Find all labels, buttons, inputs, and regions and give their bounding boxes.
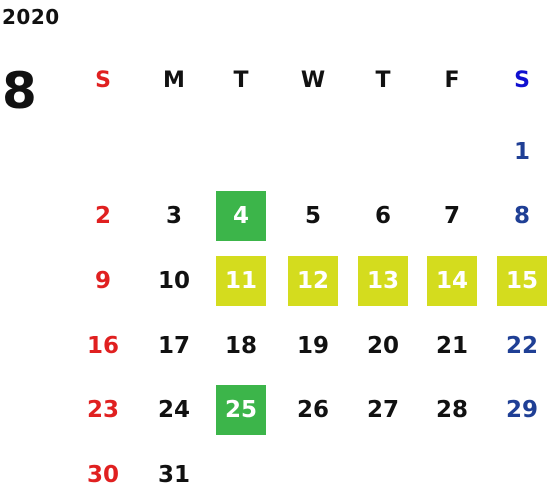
day-cell-9[interactable]: 9	[94, 268, 111, 294]
weekday-header-6: S	[514, 68, 530, 93]
day-cell-13[interactable]: 13	[358, 256, 408, 306]
day-cell-18[interactable]: 18	[224, 333, 257, 359]
year-label: 2020	[2, 5, 60, 29]
day-cell-31[interactable]: 31	[157, 462, 190, 488]
day-cell-25[interactable]: 25	[216, 385, 266, 435]
day-cell-1[interactable]: 1	[513, 139, 530, 165]
day-cell-29[interactable]: 29	[505, 397, 538, 423]
day-cell-3[interactable]: 3	[165, 203, 182, 229]
weekday-header-2: T	[233, 68, 249, 93]
day-cell-17[interactable]: 17	[157, 333, 190, 359]
day-cell-23[interactable]: 23	[86, 397, 119, 423]
day-cell-22[interactable]: 22	[505, 333, 538, 359]
day-cell-10[interactable]: 10	[157, 268, 190, 294]
weekday-header-5: F	[444, 68, 460, 93]
weekday-header-3: W	[300, 68, 326, 93]
day-cell-21[interactable]: 21	[435, 333, 468, 359]
weekday-header-0: S	[95, 68, 111, 93]
month-number: 8	[2, 62, 37, 120]
day-cell-14[interactable]: 14	[427, 256, 477, 306]
day-cell-8[interactable]: 8	[513, 203, 530, 229]
day-cell-20[interactable]: 20	[366, 333, 399, 359]
day-cell-4[interactable]: 4	[216, 191, 266, 241]
day-cell-27[interactable]: 27	[366, 397, 399, 423]
day-cell-19[interactable]: 19	[296, 333, 329, 359]
weekday-header-1: M	[163, 68, 185, 93]
weekday-header-4: T	[375, 68, 391, 93]
day-cell-5[interactable]: 5	[304, 203, 321, 229]
day-cell-24[interactable]: 24	[157, 397, 190, 423]
day-cell-28[interactable]: 28	[435, 397, 468, 423]
day-cell-16[interactable]: 16	[86, 333, 119, 359]
day-cell-7[interactable]: 7	[443, 203, 460, 229]
day-cell-26[interactable]: 26	[296, 397, 329, 423]
day-cell-2[interactable]: 2	[94, 203, 111, 229]
day-cell-15[interactable]: 15	[497, 256, 547, 306]
day-cell-6[interactable]: 6	[374, 203, 391, 229]
day-cell-12[interactable]: 12	[288, 256, 338, 306]
day-cell-11[interactable]: 11	[216, 256, 266, 306]
day-cell-30[interactable]: 30	[86, 462, 119, 488]
